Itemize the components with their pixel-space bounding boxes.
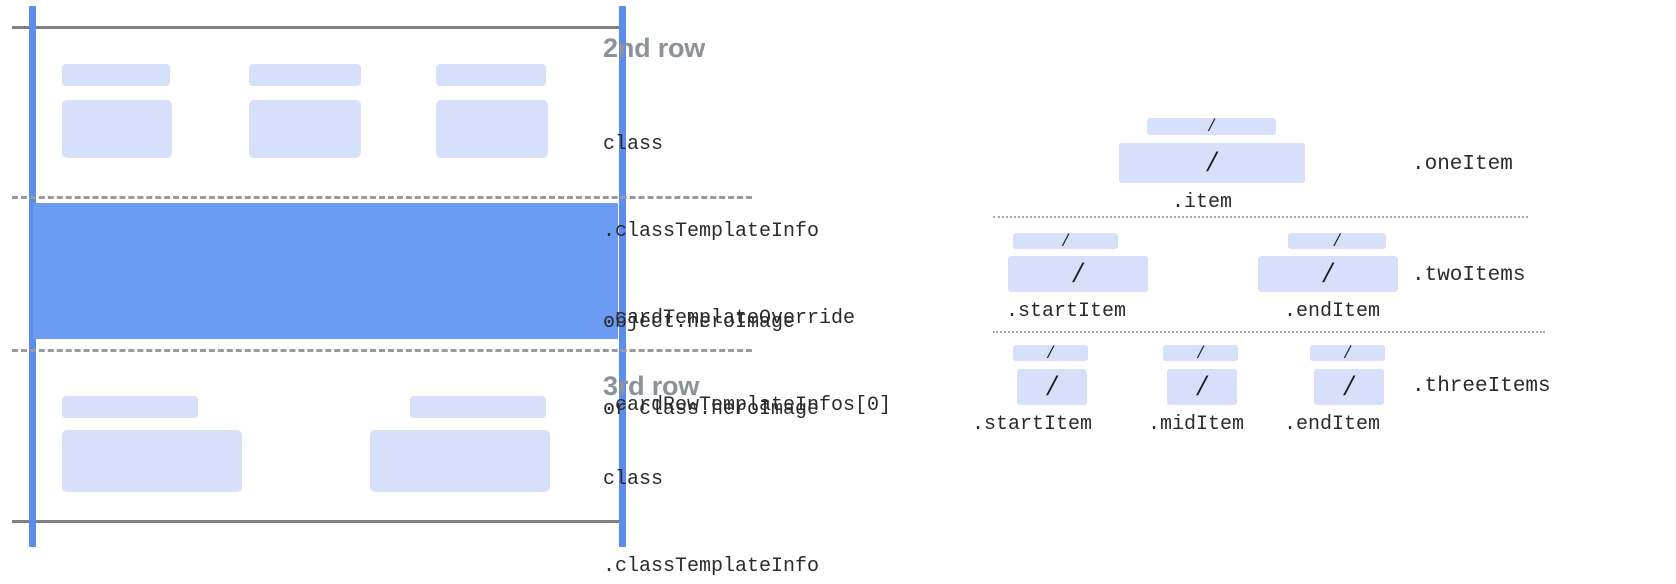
row2-code-line-1: class (603, 133, 664, 156)
row3-code-block: class .classTemplateInfo .cardTemplateOv… (603, 407, 891, 584)
row2-code-line-4: .cardRowTemplateInfos[0] (603, 394, 892, 417)
slash-icon: / (1197, 345, 1204, 361)
three-items-start-caption: .startItem (972, 413, 1093, 436)
three-items-end-caption: .endItem (1284, 413, 1381, 436)
row2-code-block: class .classTemplateInfo .cardTemplateOv… (603, 72, 891, 478)
three-items-end-thin-chip: / (1310, 345, 1385, 361)
row2-col3-body-placeholder (436, 100, 548, 158)
slash-icon: / (1344, 369, 1354, 402)
hero-code-line-1: object.heroImage (603, 311, 796, 334)
three-items-start-thin-chip: / (1013, 345, 1088, 361)
row3-code-line-2: .classTemplateInfo (603, 555, 820, 578)
one-item-thin-chip: / (1147, 118, 1276, 135)
row-separator-lower (12, 349, 752, 352)
one-item-thick-chip: / (1119, 143, 1305, 183)
row2-col2-body-placeholder (249, 100, 361, 158)
row3-code-line-1: class (603, 468, 664, 491)
one-item-caption: .item (1172, 191, 1233, 214)
three-items-mid-caption: .midItem (1148, 413, 1245, 436)
card-left-rail (29, 6, 36, 547)
slash-icon: / (1047, 369, 1057, 402)
two-items-end-thin-chip: / (1288, 233, 1386, 249)
row3-col1-body-placeholder (62, 430, 242, 492)
row3-col2-body-placeholder (370, 430, 550, 492)
three-items-mid-thick-chip: / (1167, 369, 1237, 405)
row2-col3-title-placeholder (436, 64, 546, 86)
card-top-rule (12, 26, 624, 29)
row-separator-upper (12, 196, 752, 199)
slash-icon: / (1323, 256, 1333, 289)
slash-icon: / (1197, 369, 1207, 402)
hero-code-block: object.heroImage or class.heroImage (603, 250, 819, 482)
row3-heading: 3rd row (603, 371, 700, 401)
card-bottom-rule (12, 520, 624, 523)
three-items-start-thick-chip: / (1017, 369, 1087, 405)
group-separator-one-two (993, 216, 1528, 218)
three-items-group-label: .threeItems (1412, 375, 1551, 398)
three-items-mid-thin-chip: / (1163, 345, 1238, 361)
two-items-start-caption: .startItem (1006, 300, 1127, 323)
slash-icon: / (1062, 233, 1069, 249)
slash-icon: / (1344, 345, 1351, 361)
row2-col2-title-placeholder (249, 64, 361, 86)
two-items-start-thin-chip: / (1013, 233, 1118, 249)
slash-icon: / (1207, 145, 1217, 178)
row2-col1-title-placeholder (62, 64, 170, 86)
slash-icon: / (1334, 233, 1340, 249)
row3-col2-title-placeholder (410, 396, 546, 418)
three-items-end-thick-chip: / (1314, 369, 1384, 405)
two-items-start-thick-chip: / (1008, 256, 1148, 292)
one-item-group-label: .oneItem (1412, 153, 1513, 176)
slash-icon: / (1208, 118, 1215, 135)
two-items-end-caption: .endItem (1284, 300, 1381, 323)
card-right-rail (619, 6, 626, 547)
row3-col1-title-placeholder (62, 396, 198, 418)
row2-col1-body-placeholder (62, 100, 172, 158)
row2-code-line-3: .cardTemplateOverride (603, 307, 856, 330)
two-items-group-label: .twoItems (1412, 264, 1526, 287)
slash-icon: / (1073, 256, 1083, 289)
row2-code-line-2: .classTemplateInfo (603, 220, 820, 243)
group-separator-two-three (993, 331, 1545, 333)
two-items-end-thick-chip: / (1258, 256, 1398, 292)
hero-image-band (33, 203, 618, 339)
row2-heading: 2nd row (603, 33, 706, 63)
hero-code-line-2: or class.heroImage (603, 398, 820, 421)
slash-icon: / (1047, 345, 1054, 361)
